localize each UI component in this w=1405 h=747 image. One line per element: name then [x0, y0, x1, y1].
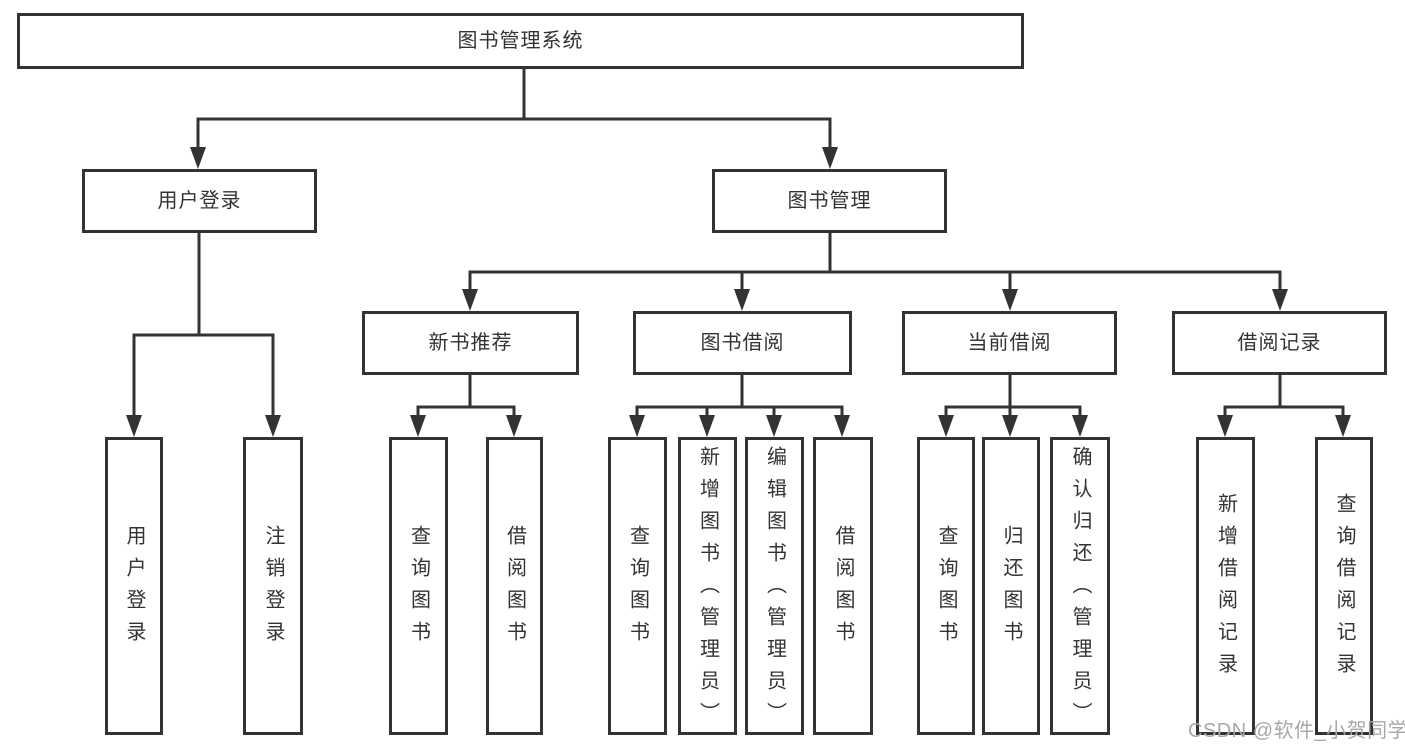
leaf-borrow-books: 借阅图书 — [813, 437, 873, 735]
node-book-management: 图书管理 — [712, 169, 947, 233]
leaf-confirm-return-admin: 确认归还（管理员） — [1050, 437, 1110, 735]
leaf-logout: 注销登录 — [243, 437, 303, 735]
leaf-query-borrow-record: 查询借阅记录 — [1315, 437, 1373, 735]
leaf-add-book-admin: 新增图书（管理员） — [678, 437, 737, 735]
node-root-library-management-system: 图书管理系统 — [17, 13, 1024, 69]
leaf-add-borrow-record: 新增借阅记录 — [1196, 437, 1255, 735]
node-user-login: 用户登录 — [82, 169, 317, 233]
leaf-query-books-recommend: 查询图书 — [389, 437, 448, 735]
leaf-edit-book-admin: 编辑图书（管理员） — [745, 437, 804, 735]
leaf-borrow-books-recommend: 借阅图书 — [486, 437, 543, 735]
node-book-borrowing: 图书借阅 — [633, 311, 852, 375]
leaf-return-books: 归还图书 — [982, 437, 1040, 735]
node-borrowing-records: 借阅记录 — [1172, 311, 1387, 375]
csdn-watermark: CSDN @软件_小贺同学 — [1188, 720, 1405, 742]
leaf-query-books-current: 查询图书 — [917, 437, 975, 735]
leaf-query-books-borrowing: 查询图书 — [608, 437, 667, 735]
node-new-book-recommendation: 新书推荐 — [362, 311, 579, 375]
node-current-borrowing: 当前借阅 — [902, 311, 1117, 375]
leaf-user-login: 用户登录 — [105, 437, 163, 735]
